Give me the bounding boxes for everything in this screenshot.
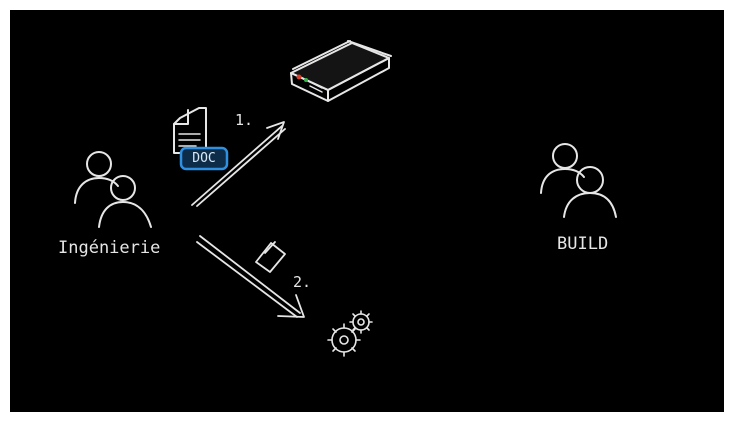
step-2-label: 2. <box>293 273 312 291</box>
diagram-canvas: DOC 1. 2. Ingénierie BUILD <box>10 10 724 412</box>
doc-label: DOC <box>192 151 216 166</box>
step-1-label: 1. <box>235 111 254 129</box>
actor-label-build: BUILD <box>557 234 609 254</box>
gears-icon <box>327 310 373 357</box>
doc-badge <box>179 146 229 171</box>
arrow-step-1 <box>191 121 286 207</box>
users-icon <box>540 143 617 218</box>
users-icon <box>74 151 152 228</box>
server-icon <box>290 40 392 102</box>
diagram-svg <box>74 40 617 357</box>
document-icon <box>173 107 207 154</box>
arrow-step-2 <box>196 235 305 318</box>
package-icon <box>255 241 286 273</box>
actor-label-ingenierie: Ingénierie <box>58 238 161 258</box>
